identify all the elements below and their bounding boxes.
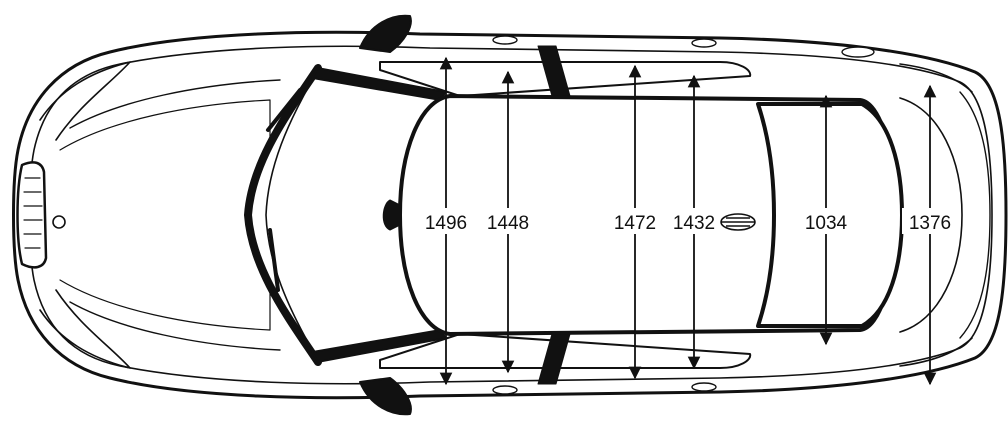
hood-crease-lower	[69, 301, 281, 351]
dim-label-1034: 1034	[805, 213, 848, 234]
door-handle-front-upper	[492, 35, 518, 45]
door-handle-front-lower	[492, 385, 518, 395]
dim-label-1448: 1448	[487, 213, 529, 234]
front-grille	[16, 161, 48, 269]
roof-antenna	[382, 199, 399, 231]
door-handle-rear-upper	[691, 38, 717, 48]
dim-label-1432: 1432	[673, 213, 715, 234]
side-mirror-upper	[359, 14, 412, 53]
dim-label-1496: 1496	[425, 213, 467, 234]
tail-light-lower	[899, 337, 973, 367]
hood-crease-upper	[69, 79, 281, 129]
headlight-lower	[39, 289, 131, 369]
dim-label-1472: 1472	[614, 213, 656, 234]
door-handle-rear-lower	[691, 382, 717, 392]
rear-bumper-line	[959, 91, 991, 339]
dim-label-1376: 1376	[909, 213, 951, 234]
headlight-upper	[39, 61, 131, 141]
dimension-labels: 1496 1448 1472 1432 1034 1376	[425, 213, 951, 234]
side-mirror-lower	[359, 377, 412, 416]
wiper-upper	[266, 88, 302, 132]
car-badge-icon	[720, 213, 756, 231]
windshield	[244, 64, 322, 366]
fuel-cap-icon	[841, 46, 875, 58]
hood-emblem	[52, 215, 66, 229]
dimension-label-backgrounds	[418, 208, 958, 234]
grille-slats	[23, 177, 43, 249]
tail-light-upper	[899, 63, 973, 93]
wiper-lower	[268, 228, 280, 292]
windshield-inner	[265, 83, 311, 347]
